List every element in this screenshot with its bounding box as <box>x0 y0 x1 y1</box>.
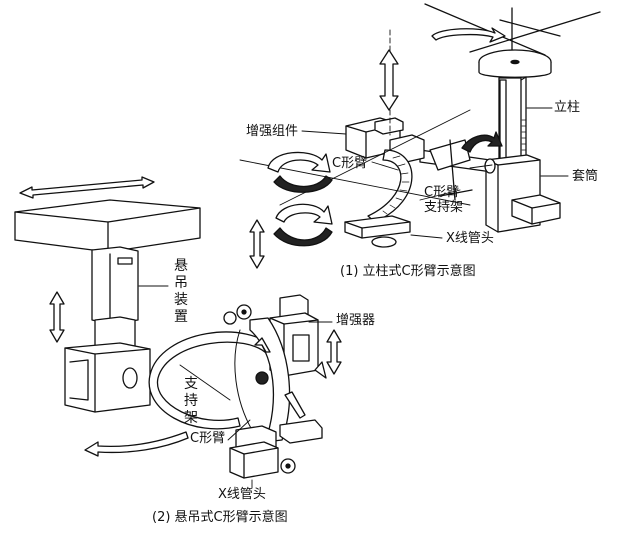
fig2-c-arm <box>235 318 290 442</box>
fig2-label-support: 支持架 <box>184 376 198 426</box>
fig2-label-c-arm: C形臂 <box>190 431 226 446</box>
fig2-knob-left-icon <box>224 305 251 324</box>
fig1-tilt-arrow-icon <box>462 132 502 152</box>
fig2-lower-arm <box>280 420 322 443</box>
fig1-xray-tube-head <box>345 216 442 247</box>
fig2-label-xray-tube: X线管头 <box>218 487 266 502</box>
fig1-label-xray-tube: X线管头 <box>446 231 494 246</box>
figure1-drawing <box>240 4 600 268</box>
fig1-column <box>499 77 552 168</box>
fig2-c-arm-arrows-icon <box>255 338 326 418</box>
fig1-label-column: 立柱 <box>554 100 581 115</box>
fig2-bottom-rotation-arrow-icon <box>85 432 188 456</box>
fig2-intensifier-arrow-icon <box>327 330 341 374</box>
fig2-vertical-arrow-icon <box>50 292 64 342</box>
fig1-top-rotation-arrow-icon <box>432 28 505 42</box>
fig2-xray-tube-head <box>230 426 295 478</box>
fig1-label-intensifier-assembly: 增强组件 <box>246 124 299 139</box>
fig2-gantry <box>65 343 150 412</box>
fig1-caption: (1) 立柱式C形臂示意图 <box>340 264 476 279</box>
fig2-label-intensifier: 增强器 <box>336 313 376 328</box>
fig2-suspension-column <box>92 247 168 353</box>
fig2-ceiling-carriage <box>15 200 200 252</box>
fig1-label-c-arm-support: C形臂 支持架 <box>424 185 464 215</box>
fig2-label-suspension: 悬吊装置 <box>174 258 188 325</box>
fig1-c-arm-support <box>430 140 472 200</box>
fig1-base <box>512 195 560 224</box>
fig2-caption: (2) 悬吊式C形臂示意图 <box>152 510 288 525</box>
fig1-label-c-arm: C形臂 <box>332 156 368 171</box>
fig2-rail-arrow-icon <box>20 177 154 198</box>
fig1-label-sleeve: 套筒 <box>572 169 599 184</box>
fig1-rotation-arrow-lower-icon <box>274 204 332 245</box>
fig1-beam-lines <box>240 30 470 205</box>
figure2-drawing <box>15 177 341 488</box>
fig1-column-top-disc <box>479 50 551 77</box>
fig1-rotation-arrow-upper-icon <box>268 152 332 192</box>
fig2-leaders <box>228 420 252 488</box>
fig1-left-vertical-arrow-icon <box>250 220 264 268</box>
fig1-vertical-double-arrow-icon <box>380 50 398 110</box>
fig1-leaders <box>302 131 460 200</box>
